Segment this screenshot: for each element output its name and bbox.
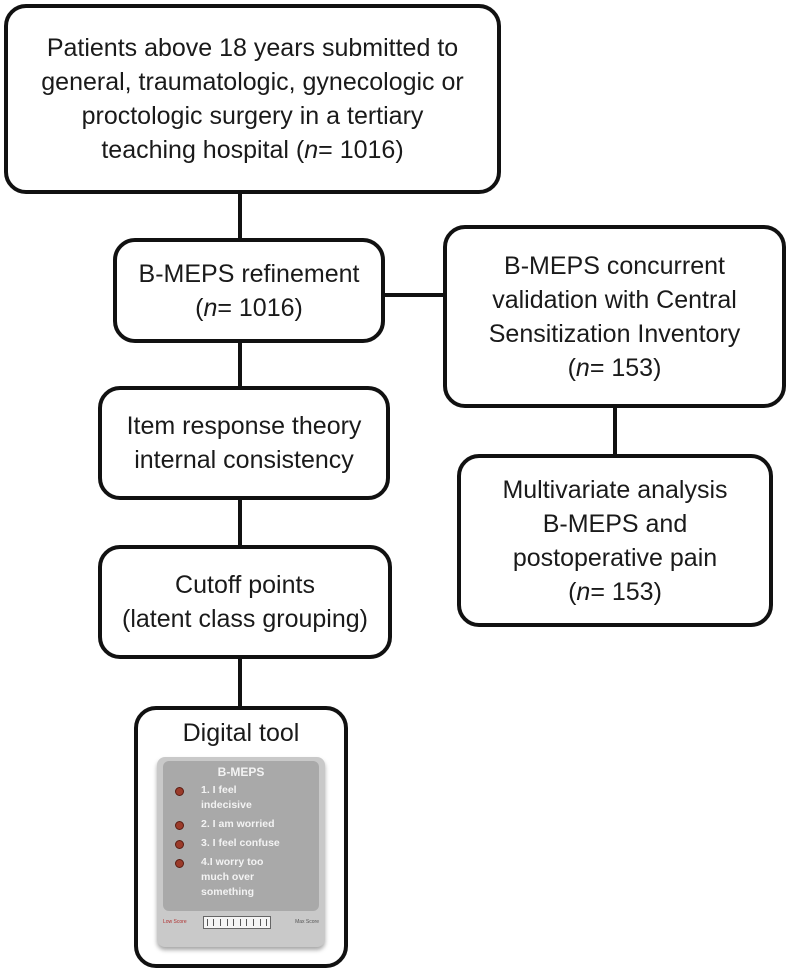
scale-tick	[246, 919, 248, 926]
patients-line-4-suffix: = 1016)	[318, 136, 404, 164]
connector-cutoff-digital	[238, 657, 242, 709]
tool-item-1a: 1. I feel	[201, 784, 237, 796]
concurrent-n-label: n	[575, 353, 590, 382]
scale-max-label: Max Score	[295, 919, 319, 925]
scale-ticks	[203, 916, 271, 929]
digital-tool-title: Digital tool	[182, 719, 300, 747]
refinement-line-1: B-MEPS refinement	[138, 259, 360, 288]
bullet-icon	[175, 840, 184, 849]
scale-tick	[226, 919, 228, 926]
concurrent-prefix: (	[567, 353, 576, 382]
irt-line-2: internal consistency	[134, 446, 354, 474]
patients-box: Patients above 18 years submitted to gen…	[4, 4, 501, 194]
patients-line-1: Patients above 18 years submitted to	[46, 34, 459, 62]
concurrent-line-3: Sensitization Inventory	[488, 319, 741, 348]
patients-line-2: general, traumatologic, gynecologic or	[41, 68, 464, 96]
tool-item-4a: 4.I worry too	[201, 856, 264, 868]
tool-item-1b: indecisive	[201, 799, 252, 811]
bmeps-app-title: B-MEPS	[217, 765, 265, 779]
bullet-icon	[175, 821, 184, 830]
concurrent-validation-box: B-MEPS concurrent validation with Centra…	[443, 225, 786, 408]
scale-low-label: Low Score	[163, 919, 187, 925]
multivariate-line-1: Multivariate analysis	[502, 475, 728, 504]
multivariate-prefix: (	[568, 577, 577, 606]
scale-tick	[233, 919, 235, 926]
scale-tick	[213, 919, 215, 926]
scale-tick	[252, 919, 254, 926]
tool-item-4b: much over	[201, 871, 255, 883]
score-scale: Low Score Max Score	[161, 915, 321, 929]
irt-box: Item response theory internal consistenc…	[98, 386, 390, 500]
scale-tick	[266, 919, 268, 926]
bmeps-app-screen: B-MEPS 1. I feel indecisive 2. I am worr…	[163, 761, 319, 911]
cutoff-box: Cutoff points (latent class grouping)	[98, 545, 392, 659]
refinement-prefix: (	[195, 293, 204, 322]
bmeps-app-screenshot: B-MEPS 1. I feel indecisive 2. I am worr…	[157, 757, 325, 947]
irt-line-1: Item response theory	[126, 412, 362, 440]
cutoff-line-1: Cutoff points	[175, 571, 315, 599]
tool-item-2: 2. I am worried	[201, 818, 275, 830]
tool-item-3: 3. I feel confuse	[201, 837, 280, 849]
concurrent-line-4: (n= 153)	[489, 351, 741, 385]
refinement-suffix: = 1016)	[217, 293, 303, 322]
tool-item-4c: something	[201, 886, 255, 898]
bullet-icon	[175, 787, 184, 796]
patients-n-label: n	[304, 136, 319, 164]
concurrent-suffix: = 153)	[589, 353, 662, 382]
scale-tick	[259, 919, 261, 926]
multivariate-box: Multivariate analysis B-MEPS and postope…	[457, 454, 773, 627]
multivariate-line-3: postoperative pain	[512, 543, 718, 572]
cutoff-line-2: (latent class grouping)	[122, 605, 368, 633]
concurrent-line-2: validation with Central	[492, 285, 737, 314]
connector-patients-refinement	[238, 190, 242, 240]
multivariate-n-label: n	[576, 577, 591, 606]
scale-tick	[219, 919, 221, 926]
connector-refinement-concurrent	[383, 293, 447, 297]
refinement-line-2: (n= 1016)	[139, 291, 360, 325]
bullet-icon	[175, 859, 184, 868]
refinement-n-label: n	[203, 293, 218, 322]
patients-line-3: proctologic surgery in a tertiary	[81, 102, 424, 130]
connector-concurrent-multivariate	[613, 405, 617, 457]
connector-refinement-irt	[238, 341, 242, 389]
patients-line-4-prefix: teaching hospital (	[101, 136, 305, 164]
multivariate-suffix: = 153)	[590, 577, 662, 606]
scale-tick	[206, 919, 208, 926]
multivariate-line-2: B-MEPS and	[542, 509, 688, 538]
refinement-box: B-MEPS refinement (n= 1016)	[113, 238, 385, 343]
patients-line-4: teaching hospital (n= 1016)	[41, 133, 463, 167]
concurrent-line-1: B-MEPS concurrent	[504, 251, 725, 280]
scale-tick	[239, 919, 241, 926]
multivariate-line-4: (n= 153)	[502, 575, 727, 609]
connector-irt-cutoff	[238, 498, 242, 548]
